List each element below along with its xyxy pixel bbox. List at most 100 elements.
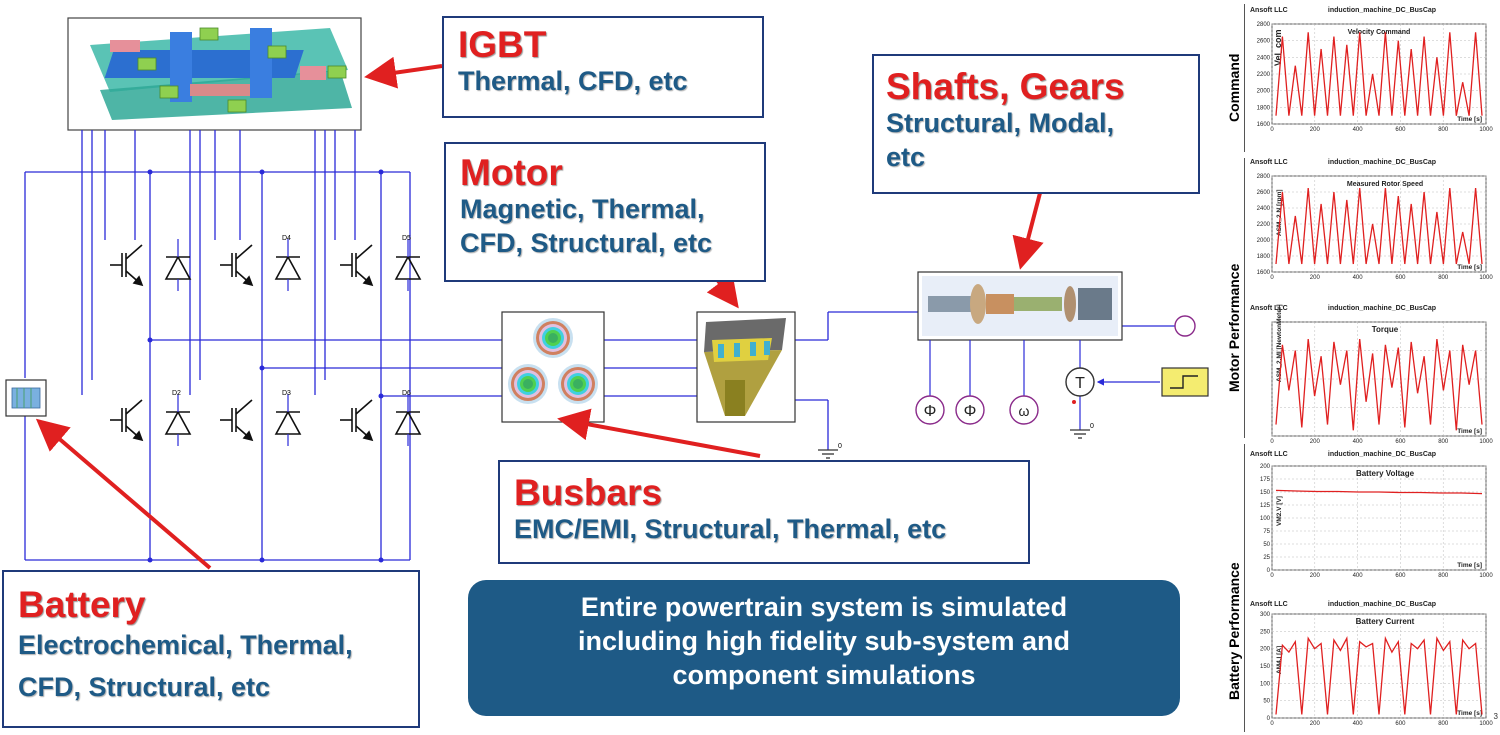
- chart-x-tick: 200: [1310, 439, 1321, 445]
- dc-bus-wiring: [24, 171, 1175, 561]
- chart-y-tick: 2800: [1257, 174, 1271, 180]
- igbt-module-image: [67, 17, 362, 131]
- igbt-switch-cell: [340, 239, 422, 291]
- busbars-callout: Busbars EMC/EMI, Structural, Thermal, et…: [498, 460, 1030, 564]
- chart-plot-area: [1271, 465, 1487, 571]
- igbt-collector: [355, 399, 373, 415]
- busbar-ring: [548, 333, 558, 343]
- chart-x-tick: 600: [1395, 721, 1406, 727]
- step-source: [1161, 367, 1209, 397]
- chart-title: Torque: [1372, 325, 1399, 334]
- chart-design-name: induction_machine_DC_BusCap: [1328, 305, 1436, 312]
- flux-sensor-label: Φ: [924, 403, 937, 420]
- chart-x-label: Time [s]: [1457, 116, 1482, 123]
- igbt-leads: [81, 130, 356, 395]
- igbt-emitter-arrow: [362, 275, 374, 287]
- sensor-circles: [915, 315, 1196, 425]
- group-bracket: [1244, 158, 1245, 438]
- chart-series-line: [1275, 187, 1483, 265]
- speed-sensor-label: ω: [1019, 403, 1030, 419]
- diode-label: D3: [282, 390, 291, 397]
- igbt-collector: [355, 244, 373, 260]
- chart-header: Ansoft LLC: [1250, 7, 1288, 14]
- igbt-title: IGBT: [458, 24, 547, 65]
- chart-header: Ansoft LLC: [1250, 451, 1288, 458]
- igbt-emitter-arrow: [132, 430, 144, 442]
- summary-line: component simulations: [672, 659, 976, 690]
- diode-label: D4: [282, 235, 291, 242]
- ground-label: 0: [1090, 423, 1094, 430]
- chart-x-tick: 0: [1270, 439, 1274, 445]
- chart-header: Ansoft LLC: [1250, 159, 1288, 166]
- chart-y-tick: 200: [1260, 647, 1271, 653]
- chart-y-tick: 75: [1263, 529, 1270, 535]
- group-bracket: [1244, 4, 1245, 152]
- motor-callout: Motor Magnetic, Thermal, CFD, Structural…: [444, 142, 766, 282]
- chart-1: Ansoft LLC induction_machine_DC_BusCap 0 20…: [1250, 159, 1493, 281]
- chart-x-tick: 0: [1270, 275, 1274, 281]
- chart-series-line: [1275, 489, 1483, 495]
- chart-y-label: Vel_com: [1273, 29, 1283, 66]
- battery-desc-line: CFD, Structural, etc: [18, 671, 271, 702]
- chart-y-tick: 100: [1260, 681, 1271, 687]
- igbt-collector: [235, 399, 253, 415]
- chart-y-tick: 125: [1260, 503, 1271, 509]
- chart-x-tick: 0: [1270, 573, 1274, 579]
- chart-title: Battery Voltage: [1356, 469, 1415, 478]
- chart-y-tick: 200: [1260, 464, 1271, 470]
- chart-x-tick: 600: [1395, 573, 1406, 579]
- igbt-emitter-arrow: [132, 275, 144, 287]
- chart-x-tick: 1000: [1479, 127, 1493, 133]
- chart-series-line: [1275, 635, 1483, 715]
- chart-y-tick: 0: [1267, 716, 1271, 722]
- sensors: [929, 340, 1160, 430]
- igbt-switch-cell: [220, 239, 302, 291]
- chart-x-tick: 600: [1395, 127, 1406, 133]
- chart-y-tick: 1800: [1257, 254, 1271, 260]
- chart-x-tick: 400: [1353, 721, 1364, 727]
- busbar-conductor: [508, 364, 548, 404]
- chart-x-label: Time [s]: [1457, 264, 1482, 271]
- busbar-ring: [523, 379, 533, 389]
- chart-x-tick: 200: [1310, 721, 1321, 727]
- chart-x-tick: 400: [1353, 439, 1364, 445]
- diode-triangle: [164, 255, 192, 280]
- chart-y-tick: 100: [1260, 516, 1271, 522]
- chart-y-tick: 2600: [1257, 39, 1271, 45]
- igbt-switches: [110, 239, 422, 446]
- chart-y-tick: 2800: [1257, 22, 1271, 28]
- diode-label: D2: [172, 390, 181, 397]
- torque-source-label: T: [1075, 375, 1085, 392]
- chart-y-tick: 2400: [1257, 206, 1271, 212]
- chart-y-tick: 150: [1260, 490, 1271, 496]
- igbt-collector: [125, 399, 143, 415]
- chart-title: Measured Rotor Speed: [1347, 181, 1423, 188]
- diode-triangle: [274, 410, 302, 435]
- chart-x-tick: 800: [1438, 721, 1449, 727]
- plots-svg: Ansoft LLC induction_machine_DC_BusCap 0 20…: [1250, 7, 1493, 727]
- igbt-switch-cell: [220, 394, 302, 446]
- summary-line: including high fidelity sub-system and: [577, 625, 1071, 656]
- chart-y-tick: 1800: [1257, 105, 1271, 111]
- chart-x-tick: 200: [1310, 275, 1321, 281]
- chart-y-tick: 250: [1260, 629, 1271, 635]
- chart-2: Ansoft LLC induction_machine_DC_BusCap 0 20…: [1250, 304, 1493, 445]
- busbar-conductor: [558, 364, 598, 404]
- chart-design-name: induction_machine_DC_BusCap: [1328, 7, 1436, 14]
- chart-y-tick: 2000: [1257, 89, 1271, 95]
- chart-header: Ansoft LLC: [1250, 305, 1288, 312]
- chart-x-label: Time [s]: [1457, 710, 1482, 717]
- igbt-collector: [125, 244, 143, 260]
- chart-y-label: ASM_2.MI [NewtonMeter]: [1276, 304, 1283, 382]
- chart-plot-area: [1271, 613, 1487, 719]
- chart-x-label: Time [s]: [1457, 428, 1482, 435]
- chart-y-tick: 2400: [1257, 55, 1271, 61]
- chart-x-tick: 200: [1310, 127, 1321, 133]
- chart-series-line: [1275, 339, 1483, 431]
- chart-x-tick: 800: [1438, 439, 1449, 445]
- igbt-switch-cell: [110, 239, 192, 291]
- chart-design-name: induction_machine_DC_BusCap: [1328, 159, 1436, 166]
